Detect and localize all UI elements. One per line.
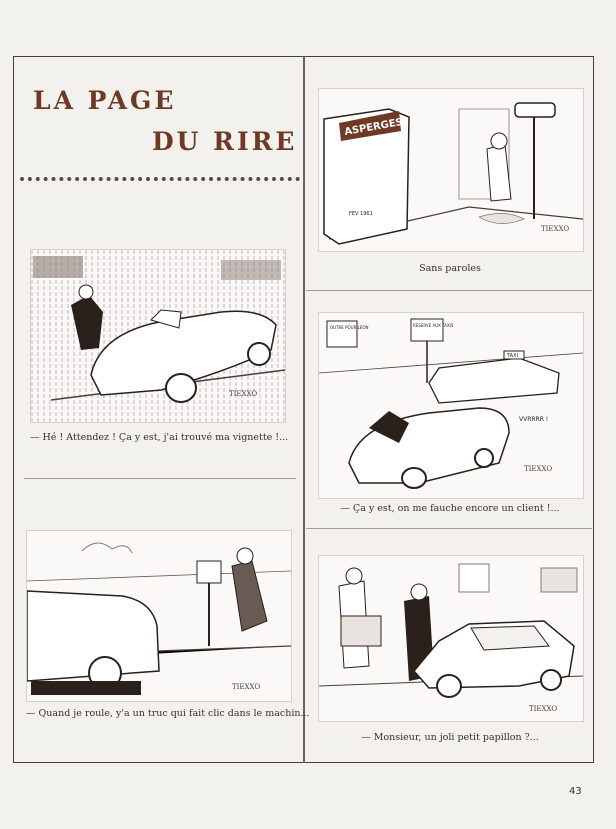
title-dotted-rule xyxy=(20,177,300,181)
cartoon-vignette-signature: TIEXXO xyxy=(229,390,257,398)
cartoon-papillon: TIEXXO xyxy=(318,555,584,722)
cartoon-vignette-drawing: TIEXXO xyxy=(31,250,285,422)
left-divider xyxy=(24,478,296,479)
cartoon-clic: TIEXXO xyxy=(26,530,292,702)
right-divider-2 xyxy=(306,528,592,529)
page-number: 43 xyxy=(569,786,582,797)
caption-papillon: — Monsieur, un joli petit papillon ?... xyxy=(361,732,539,743)
taxi-roof-label: TAXI xyxy=(506,353,518,359)
caption-clic: — Quand je roule, y'a un truc qui fait c… xyxy=(26,708,310,719)
cartoon-asperges-drawing: ASPERGES FEV 1961 TIEXXO xyxy=(323,102,583,245)
taxi-sign-left: OUTRE POUR LEON xyxy=(330,325,369,330)
cartoon-papillon-drawing: TIEXXO xyxy=(319,563,583,713)
caption-vignette: — Hé ! Attendez ! Ça y est, j'ai trouvé … xyxy=(30,432,289,443)
cartoon-vignette: TIEXXO xyxy=(30,249,286,423)
caption-asperges: Sans paroles xyxy=(419,263,481,274)
asperges-crate-label: FEV 1961 xyxy=(349,211,373,217)
cartoon-asperges: ASPERGES FEV 1961 TIEXXO xyxy=(318,88,584,252)
page-title-line2: DU RIRE xyxy=(152,127,298,156)
cartoon-papillon-signature: TIEXXO xyxy=(529,705,557,713)
taxi-sound-text: VVRRRR ! xyxy=(519,416,548,423)
cartoon-clic-signature: TIEXXO xyxy=(232,683,260,691)
cartoon-taxi: OUTRE POUR LEON RESERVE AUX TAXIS TAXI V… xyxy=(318,312,584,499)
right-divider-1 xyxy=(306,290,592,291)
cartoon-taxi-drawing: OUTRE POUR LEON RESERVE AUX TAXIS TAXI V… xyxy=(319,318,583,489)
taxi-sign-right: RESERVE AUX TAXIS xyxy=(413,323,454,328)
cartoon-clic-drawing: TIEXXO xyxy=(27,542,291,695)
cartoon-asperges-signature: TIEXXO xyxy=(541,225,569,233)
column-divider xyxy=(303,56,305,763)
page-title-line1: LA PAGE xyxy=(33,86,177,115)
cartoon-taxi-signature: TIEXXO xyxy=(524,465,552,473)
caption-taxi: — Ça y est, on me fauche encore un clien… xyxy=(340,503,560,514)
